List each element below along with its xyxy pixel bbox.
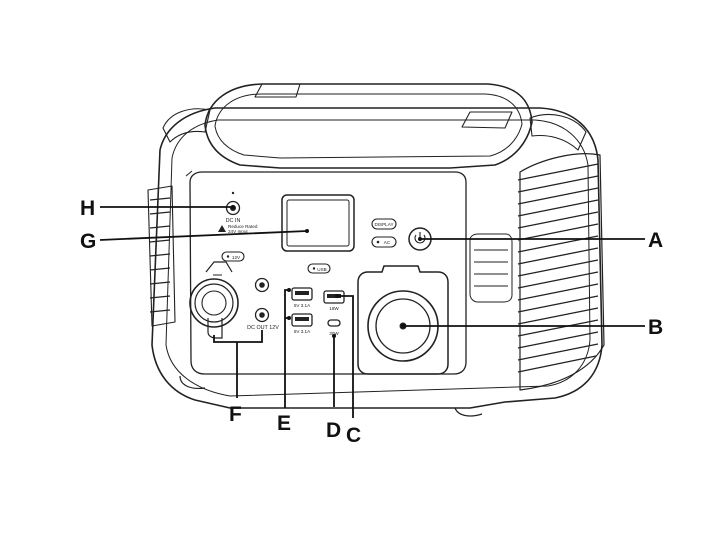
dc-out-label: DC OUT 12V: [247, 325, 279, 331]
usb-a-port-1[interactable]: [291, 287, 313, 301]
usb-button[interactable]: [307, 263, 331, 274]
callout-a: A: [648, 229, 663, 252]
callout-d: D: [326, 419, 341, 442]
right-grill-slats: [517, 163, 599, 373]
grill-frame: [469, 233, 513, 303]
callout-h: H: [80, 197, 95, 220]
callout-g: G: [80, 230, 96, 253]
usb-a-port-2[interactable]: [291, 313, 313, 327]
usb-a-port-2-label: 5V 3.1A: [294, 329, 311, 334]
dc-in-port[interactable]: [225, 191, 241, 216]
dc-output-port-2[interactable]: [254, 307, 270, 323]
left-grip-slots: [149, 197, 171, 313]
dc-12v-button-label: 12V: [232, 255, 241, 260]
car-socket[interactable]: [189, 261, 239, 339]
leader-dots: [231, 205, 422, 338]
display-button[interactable]: [371, 218, 397, 230]
usb-c-label: 30W: [329, 331, 339, 336]
callout-e: E: [277, 412, 291, 435]
usb-a-18w-port[interactable]: [323, 290, 345, 304]
usb-c-port[interactable]: [327, 319, 341, 327]
callout-b: B: [648, 316, 663, 339]
callout-c: C: [346, 424, 361, 447]
dc-in-label: DC IN: [226, 218, 241, 224]
display-button-label: DISPLAY: [374, 222, 393, 227]
ac-button-label: AC: [384, 240, 391, 245]
leader-lines: [99, 206, 645, 418]
warning-text-2: 24V Input: [228, 229, 248, 234]
usb-a-18w-label: 18W: [329, 306, 339, 311]
dc-12v-button[interactable]: [221, 251, 245, 262]
lcd-display: [281, 194, 355, 252]
ac-outlet[interactable]: [357, 265, 449, 375]
callout-f: F: [229, 403, 242, 426]
device-body: [147, 83, 605, 417]
ac-button[interactable]: [371, 236, 397, 248]
warning-text-1: Reduce Rated: [228, 224, 258, 229]
warning-icon: [218, 225, 226, 232]
usb-a-port-1-label: 5V 3.1A: [294, 303, 311, 308]
usb-button-label: USB: [317, 267, 326, 272]
dc-output-port-1[interactable]: [254, 277, 270, 293]
